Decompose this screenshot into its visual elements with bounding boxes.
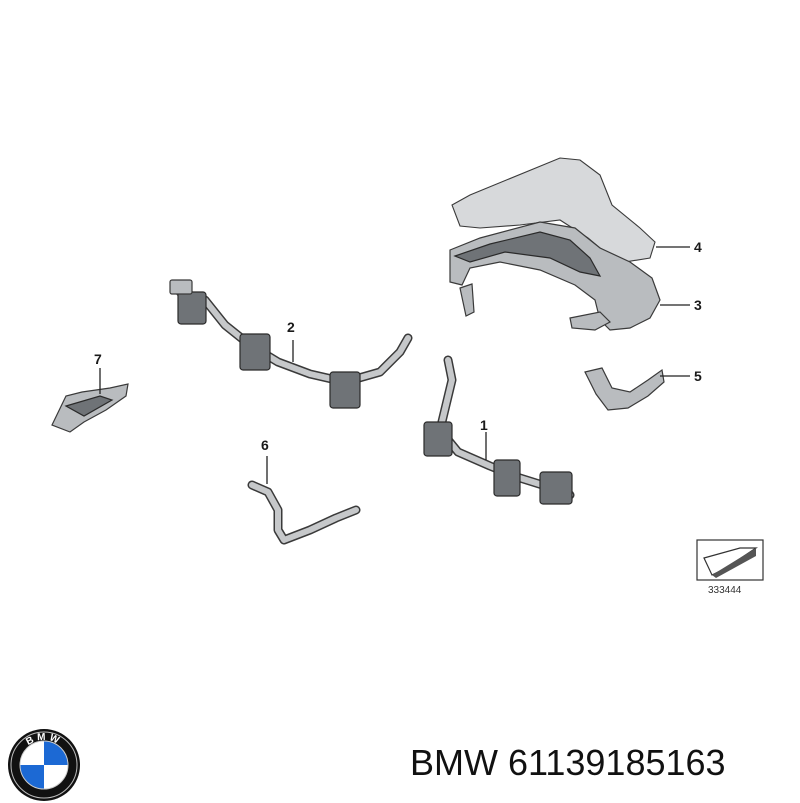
reference-number: 333444 [708, 585, 742, 596]
reference-box: 333444 [696, 539, 764, 596]
bmw-logo: BMW [8, 729, 80, 801]
callout-2: 2 [287, 319, 295, 335]
callout-5: 5 [694, 368, 702, 384]
part-1-harness-holder [423, 355, 575, 505]
callout-6: 6 [261, 437, 269, 453]
callout-3: 3 [694, 297, 702, 313]
part-5-clip [584, 367, 665, 411]
part-3-4-bracket-cover [449, 157, 661, 331]
logo-text: BMW [24, 732, 60, 748]
callout-4: 4 [694, 239, 702, 255]
part-2-harness-holder [169, 279, 413, 409]
caption-brand: BMW [410, 742, 498, 783]
part-7-bracket [51, 383, 129, 433]
caption-part-number: 61139185163 [508, 742, 726, 783]
svg-text:BMW: BMW [24, 732, 63, 748]
caption: BMW 61139185163 [410, 742, 790, 784]
part-6-bracket [247, 480, 361, 545]
callout-7: 7 [94, 351, 102, 367]
callout-1: 1 [480, 417, 488, 433]
